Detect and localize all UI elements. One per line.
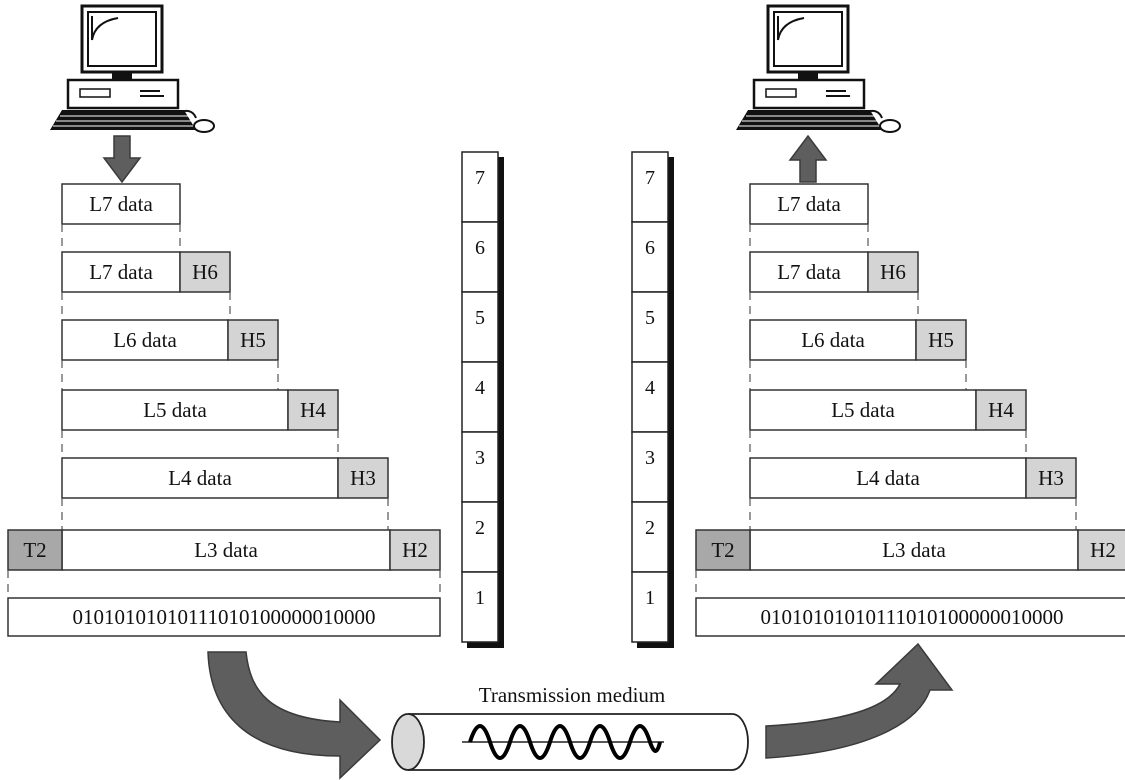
layer-number: 7 (475, 167, 485, 189)
encap-row: L4 data H3 (750, 458, 1076, 530)
encap-row: L6 data H5 (62, 320, 278, 390)
layer-number: 4 (645, 377, 655, 399)
curved-arrow-left-icon (208, 652, 380, 778)
header-label: H6 (192, 260, 218, 284)
layer-number: 6 (475, 237, 485, 259)
stack-shadow (467, 642, 504, 648)
payload-label: L3 data (194, 538, 258, 562)
layer-cell: 3 (462, 432, 498, 502)
sender-computer-icon (50, 6, 214, 132)
header-label: H4 (988, 398, 1014, 422)
layer-cell: 4 (632, 362, 668, 432)
down-arrow-icon (104, 136, 140, 182)
encap-row: L4 data H3 (62, 458, 388, 530)
payload-label: L5 data (831, 398, 895, 422)
encap-row: L7 data H6 (750, 252, 918, 320)
encap-row: L7 data (62, 184, 180, 252)
encap-row: L7 data (750, 184, 868, 252)
header-label: H5 (240, 328, 266, 352)
bitstream-label: 01010101010111010100000010000 (761, 605, 1064, 629)
layer-cell: 2 (632, 502, 668, 572)
curved-arrow-right-icon (766, 644, 952, 758)
header-label: H2 (1090, 538, 1116, 562)
medium-label: Transmission medium (479, 683, 666, 707)
stack-shadow (637, 642, 674, 648)
payload-label: L7 data (89, 260, 153, 284)
layer-cell: 1 (462, 572, 498, 642)
layer-cell: 4 (462, 362, 498, 432)
cable-icon (392, 714, 748, 770)
layer-cell: 5 (462, 292, 498, 362)
payload-label: L6 data (113, 328, 177, 352)
layer-number: 4 (475, 377, 485, 399)
encap-row: L3 data H2 T2 (696, 530, 1125, 570)
header-label: H6 (880, 260, 906, 284)
header-label: H4 (300, 398, 326, 422)
layer-cell: 1 (632, 572, 668, 642)
header-label: H2 (402, 538, 428, 562)
sender-encapsulation: L7 dataL7 dataH6L6 dataH5L5 dataH4L4 dat… (8, 184, 440, 636)
encap-row: L3 data H2 T2 (8, 530, 440, 570)
encap-row: L7 data H6 (62, 252, 230, 320)
trailer-label: T2 (23, 538, 46, 562)
layer-number: 3 (645, 447, 655, 469)
layer-cell: 6 (462, 222, 498, 292)
layer-number: 1 (645, 587, 655, 609)
layer-cell: 3 (632, 432, 668, 502)
encap-row: L5 data H4 (62, 390, 338, 458)
layer-number: 5 (645, 307, 655, 329)
payload-label: L7 data (777, 192, 841, 216)
up-arrow-icon (790, 136, 826, 182)
header-label: H3 (350, 466, 376, 490)
layer-number: 2 (475, 517, 485, 539)
transmission-medium: Transmission medium (392, 683, 748, 770)
trailer-label: T2 (711, 538, 734, 562)
payload-label: L3 data (882, 538, 946, 562)
payload-label: L7 data (777, 260, 841, 284)
layer-number: 6 (645, 237, 655, 259)
layer-cell: 7 (462, 152, 498, 222)
payload-label: L7 data (89, 192, 153, 216)
payload-label: L4 data (856, 466, 920, 490)
receiver-layer-stack: 7 6 5 4 3 2 1 (632, 152, 674, 648)
stack-shadow (498, 157, 504, 647)
bitstream-label: 01010101010111010100000010000 (73, 605, 376, 629)
layer-number: 5 (475, 307, 485, 329)
header-label: H3 (1038, 466, 1064, 490)
encap-row: L5 data H4 (750, 390, 1026, 458)
layer-cell: 7 (632, 152, 668, 222)
layer-number: 1 (475, 587, 485, 609)
layer-number: 3 (475, 447, 485, 469)
receiver-computer-icon (736, 6, 900, 132)
payload-label: L6 data (801, 328, 865, 352)
payload-label: L4 data (168, 466, 232, 490)
layer-cell: 2 (462, 502, 498, 572)
stack-shadow (668, 157, 674, 647)
payload-label: L5 data (143, 398, 207, 422)
sender-layer-stack: 7 6 5 4 3 2 1 (462, 152, 504, 648)
layer-cell: 5 (632, 292, 668, 362)
encap-row: L6 data H5 (750, 320, 966, 390)
header-label: H5 (928, 328, 954, 352)
layer-cell: 6 (632, 222, 668, 292)
layer-number: 2 (645, 517, 655, 539)
layer-number: 7 (645, 167, 655, 189)
